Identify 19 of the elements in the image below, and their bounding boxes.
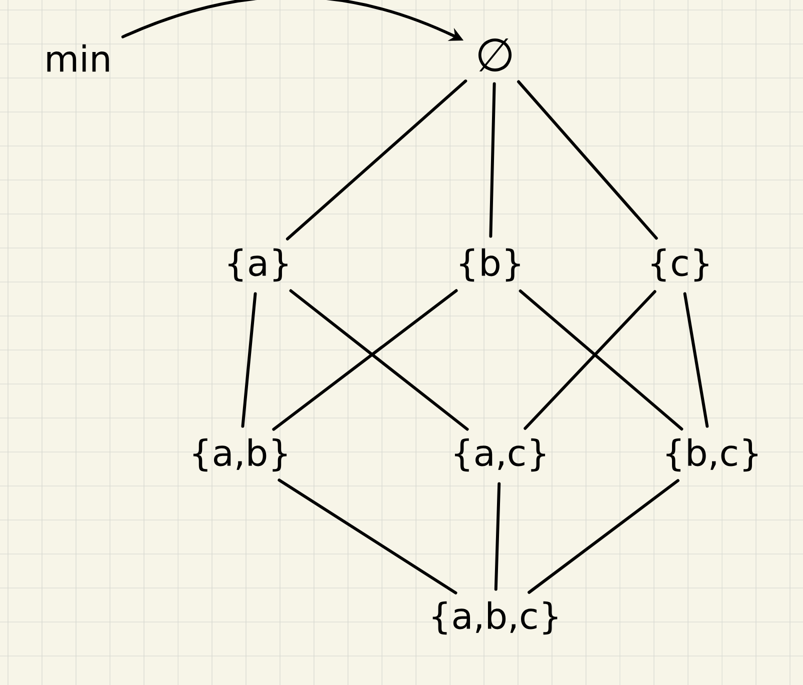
set-label: {b,c} (666, 438, 758, 472)
set-label: {a,c} (454, 438, 546, 472)
set-label: {c} (652, 248, 708, 282)
line (494, 482, 501, 591)
line (278, 478, 458, 594)
line (241, 292, 257, 428)
line (683, 292, 709, 428)
set-label: ∅ (478, 38, 512, 72)
line (528, 479, 680, 594)
set-label: {b} (460, 248, 520, 282)
line (286, 80, 468, 240)
line (518, 290, 684, 430)
line (517, 80, 658, 240)
set-label: {a,b,c} (432, 601, 558, 635)
text-label: min (47, 44, 109, 72)
line (489, 82, 496, 238)
line (524, 290, 656, 430)
set-label: {a} (228, 248, 288, 282)
set-label: {a,b} (193, 438, 287, 472)
